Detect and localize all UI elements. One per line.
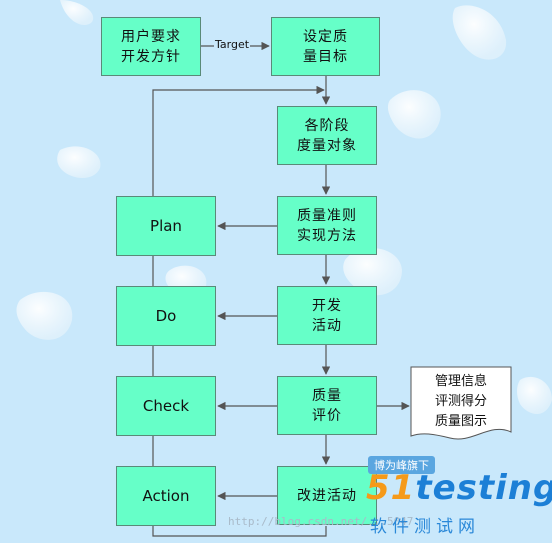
- box-label-line: 评价: [312, 407, 342, 424]
- box-label: Do: [155, 307, 177, 325]
- action-box: Action: [116, 466, 216, 526]
- box-label-line: 改进活动: [297, 487, 357, 504]
- document-line: 管理信息: [434, 374, 487, 389]
- box-label-line: 各阶段: [304, 117, 350, 134]
- box-label-line: 量目标: [303, 48, 348, 65]
- box-label-line: 质量准则: [297, 207, 357, 224]
- box-label: Check: [142, 397, 190, 415]
- improvement-activity-box: 改进活动: [277, 466, 377, 525]
- box-label: Plan: [150, 217, 182, 235]
- do-box: Do: [116, 286, 216, 346]
- quality-evaluation-box: 质量 评价: [277, 376, 377, 435]
- target-edge-label: Target: [214, 38, 251, 51]
- box-label-line: 度量对象: [297, 137, 357, 154]
- dev-activity-box: 开发 活动: [277, 286, 377, 345]
- box-label-line: 设定质: [303, 28, 348, 45]
- watermark-url: http://blog.csdn.net/...5047: [228, 515, 414, 528]
- box-label-line: 活动: [312, 317, 342, 334]
- box-label-line: 开发: [312, 297, 342, 314]
- check-box: Check: [116, 376, 216, 436]
- watermark-badge: 博为峰旗下: [368, 456, 435, 474]
- document-line: 评测得分: [434, 394, 487, 409]
- watermark-brand: 51testing: [366, 468, 552, 508]
- document-shape: [410, 366, 512, 440]
- box-label-line: 用户要求: [121, 28, 181, 45]
- user-requirements-box: 用户要求 开发方针: [101, 17, 201, 76]
- watermark-brand-number: 51: [366, 468, 416, 508]
- quality-goal-box: 设定质 量目标: [271, 17, 380, 76]
- watermark-brand-text: testing: [415, 468, 552, 508]
- box-label: Action: [142, 487, 190, 505]
- box-label-line: 质量: [312, 387, 342, 404]
- quality-rules-box: 质量准则 实现方法: [277, 196, 377, 255]
- box-label-line: 实现方法: [297, 227, 357, 244]
- box-label-line: 开发方针: [121, 48, 181, 65]
- document-text: 管理信息 评测得分 质量图示: [410, 372, 512, 432]
- stage-metrics-box: 各阶段 度量对象: [277, 106, 377, 165]
- document-line: 质量图示: [434, 414, 487, 429]
- plan-box: Plan: [116, 196, 216, 256]
- watermark-subtitle: 软件测试网: [370, 517, 480, 537]
